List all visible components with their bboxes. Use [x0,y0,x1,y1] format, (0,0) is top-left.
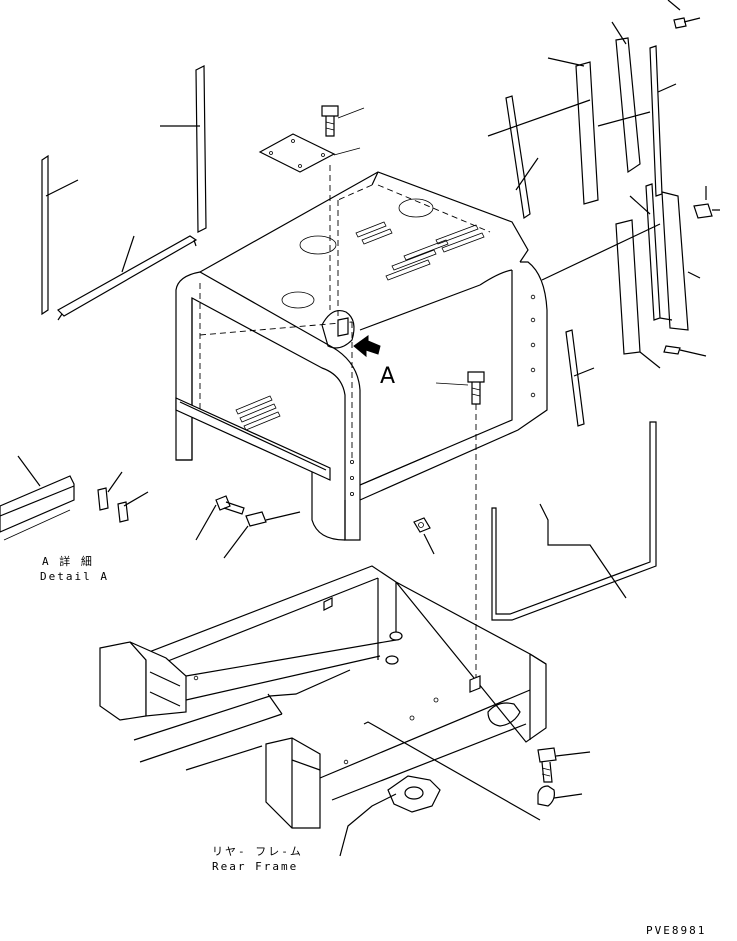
top-cover-plate [258,133,361,310]
rear-frame-label-jp: リヤ- フレ-ム [212,845,303,858]
drawing-number: PVE8981 [646,924,707,937]
small-bolts-left [195,495,435,559]
seal-strips-left [41,65,207,321]
seal-strips-right [487,0,720,427]
detail-a-label-jp: A 詳 細 [42,555,94,568]
rear-frame-label-en: Rear Frame [212,860,299,873]
rear-frame [99,565,547,857]
detail-a [0,455,149,541]
front-rail [175,397,331,481]
bolt-middle [435,371,485,690]
bolt-top [321,105,365,137]
detail-a-label-en: Detail A [40,570,109,583]
engine-hood [175,171,548,541]
callout-a: A [380,364,396,389]
frame-bolt [537,747,591,807]
u-seal [491,421,657,621]
pointer-arrow [353,335,381,358]
